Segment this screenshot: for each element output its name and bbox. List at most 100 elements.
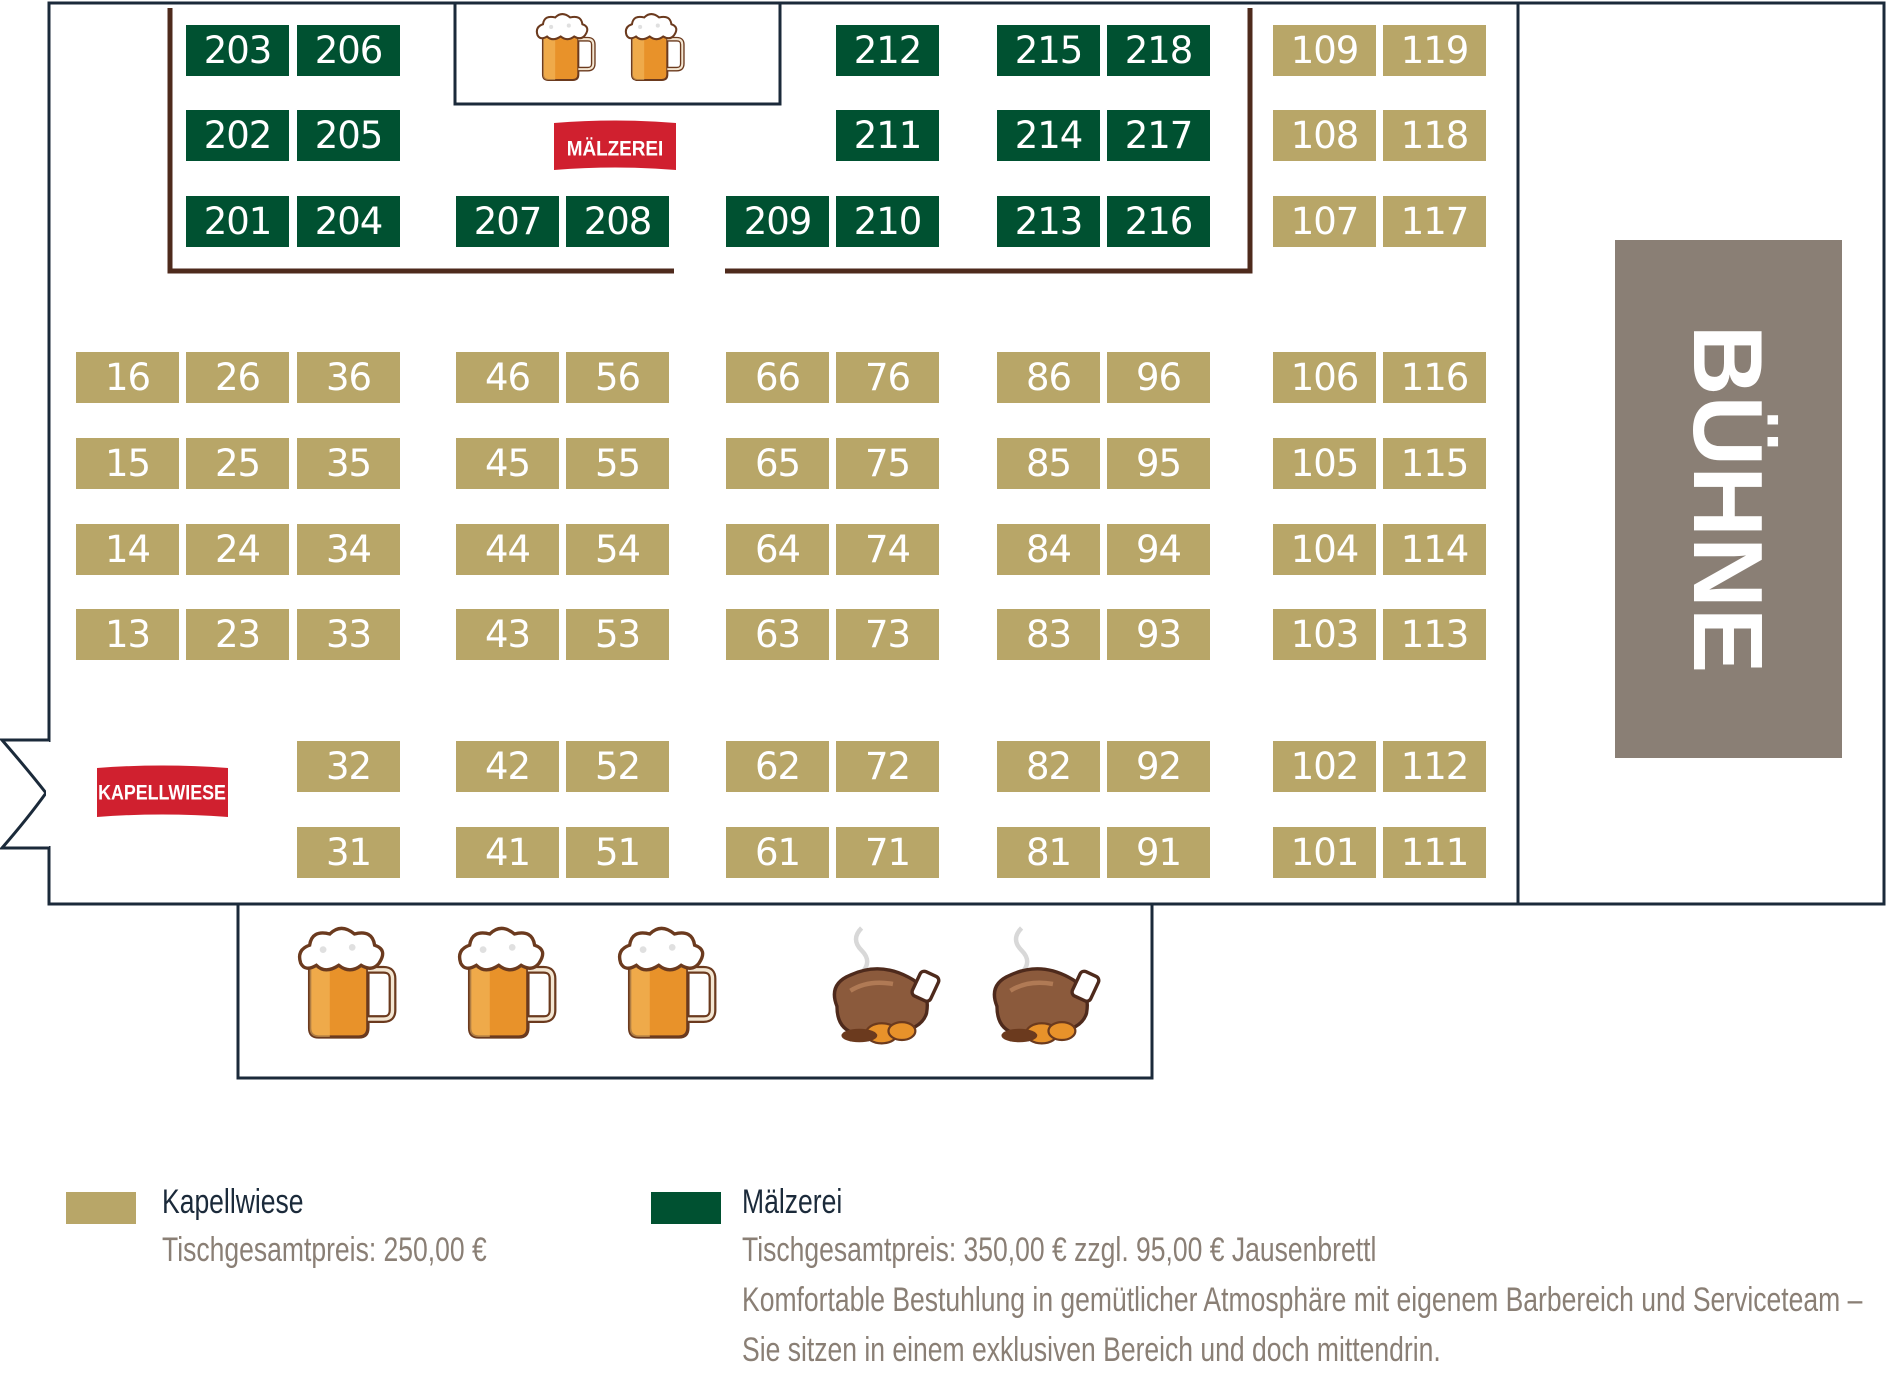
table-212[interactable]: 212	[836, 25, 939, 76]
table-202[interactable]: 202	[186, 110, 289, 161]
table-213[interactable]: 213	[997, 196, 1100, 247]
legend-price-maelzerei: Tischgesamtpreis: 350,00 € zzgl. 95,00 €…	[742, 1231, 1377, 1269]
table-101[interactable]: 101	[1273, 827, 1376, 878]
legend-swatch-kapellwiese	[66, 1192, 136, 1224]
table-208[interactable]: 208	[566, 196, 669, 247]
table-24[interactable]: 24	[186, 524, 289, 575]
table-206[interactable]: 206	[297, 25, 400, 76]
table-73[interactable]: 73	[836, 609, 939, 660]
table-23[interactable]: 23	[186, 609, 289, 660]
table-45[interactable]: 45	[456, 438, 559, 489]
table-86[interactable]: 86	[997, 352, 1100, 403]
table-118[interactable]: 118	[1383, 110, 1486, 161]
table-15[interactable]: 15	[76, 438, 179, 489]
table-76[interactable]: 76	[836, 352, 939, 403]
table-104[interactable]: 104	[1273, 524, 1376, 575]
table-66[interactable]: 66	[726, 352, 829, 403]
table-210[interactable]: 210	[836, 196, 939, 247]
table-112[interactable]: 112	[1383, 741, 1486, 792]
table-114[interactable]: 114	[1383, 524, 1486, 575]
table-217[interactable]: 217	[1107, 110, 1210, 161]
table-13[interactable]: 13	[76, 609, 179, 660]
table-53[interactable]: 53	[566, 609, 669, 660]
table-81[interactable]: 81	[997, 827, 1100, 878]
table-14[interactable]: 14	[76, 524, 179, 575]
table-115[interactable]: 115	[1383, 438, 1486, 489]
table-218[interactable]: 218	[1107, 25, 1210, 76]
table-75[interactable]: 75	[836, 438, 939, 489]
table-56[interactable]: 56	[566, 352, 669, 403]
table-65[interactable]: 65	[726, 438, 829, 489]
table-119[interactable]: 119	[1383, 25, 1486, 76]
table-82[interactable]: 82	[997, 741, 1100, 792]
table-105[interactable]: 105	[1273, 438, 1376, 489]
legend-description-maelzerei: Komfortable Bestuhlung in gemütlicher At…	[742, 1281, 1863, 1319]
beer-mug-icon	[626, 14, 682, 80]
table-31[interactable]: 31	[297, 827, 400, 878]
table-51[interactable]: 51	[566, 827, 669, 878]
table-103[interactable]: 103	[1273, 609, 1376, 660]
table-35[interactable]: 35	[297, 438, 400, 489]
table-71[interactable]: 71	[836, 827, 939, 878]
table-216[interactable]: 216	[1107, 196, 1210, 247]
table-96[interactable]: 96	[1107, 352, 1210, 403]
table-33[interactable]: 33	[297, 609, 400, 660]
table-108[interactable]: 108	[1273, 110, 1376, 161]
table-46[interactable]: 46	[456, 352, 559, 403]
table-54[interactable]: 54	[566, 524, 669, 575]
table-214[interactable]: 214	[997, 110, 1100, 161]
beer-mug-icon	[620, 928, 713, 1037]
roast-chicken-icon	[994, 928, 1100, 1043]
table-84[interactable]: 84	[997, 524, 1100, 575]
beer-mug-icon	[300, 928, 393, 1037]
table-36[interactable]: 36	[297, 352, 400, 403]
table-94[interactable]: 94	[1107, 524, 1210, 575]
outer-wall	[47, 1, 1886, 1080]
table-74[interactable]: 74	[836, 524, 939, 575]
table-215[interactable]: 215	[997, 25, 1100, 76]
beer-mug-icon	[537, 14, 593, 80]
legend-price-kapellwiese: Tischgesamtpreis: 250,00 €	[162, 1231, 487, 1269]
table-63[interactable]: 63	[726, 609, 829, 660]
table-109[interactable]: 109	[1273, 25, 1376, 76]
table-91[interactable]: 91	[1107, 827, 1210, 878]
table-92[interactable]: 92	[1107, 741, 1210, 792]
table-34[interactable]: 34	[297, 524, 400, 575]
entrance-door	[0, 738, 49, 850]
table-116[interactable]: 116	[1383, 352, 1486, 403]
table-61[interactable]: 61	[726, 827, 829, 878]
table-72[interactable]: 72	[836, 741, 939, 792]
table-201[interactable]: 201	[186, 196, 289, 247]
table-93[interactable]: 93	[1107, 609, 1210, 660]
table-62[interactable]: 62	[726, 741, 829, 792]
table-26[interactable]: 26	[186, 352, 289, 403]
table-85[interactable]: 85	[997, 438, 1100, 489]
legend-swatch-maelzerei	[651, 1192, 721, 1224]
maelzerei-bracket	[167, 8, 1253, 274]
table-209[interactable]: 209	[726, 196, 829, 247]
table-55[interactable]: 55	[566, 438, 669, 489]
table-207[interactable]: 207	[456, 196, 559, 247]
table-44[interactable]: 44	[456, 524, 559, 575]
table-95[interactable]: 95	[1107, 438, 1210, 489]
table-41[interactable]: 41	[456, 827, 559, 878]
table-106[interactable]: 106	[1273, 352, 1376, 403]
table-52[interactable]: 52	[566, 741, 669, 792]
table-205[interactable]: 205	[297, 110, 400, 161]
table-204[interactable]: 204	[297, 196, 400, 247]
table-32[interactable]: 32	[297, 741, 400, 792]
table-43[interactable]: 43	[456, 609, 559, 660]
table-117[interactable]: 117	[1383, 196, 1486, 247]
table-107[interactable]: 107	[1273, 196, 1376, 247]
table-113[interactable]: 113	[1383, 609, 1486, 660]
table-102[interactable]: 102	[1273, 741, 1376, 792]
table-211[interactable]: 211	[836, 110, 939, 161]
table-64[interactable]: 64	[726, 524, 829, 575]
table-16[interactable]: 16	[76, 352, 179, 403]
table-203[interactable]: 203	[186, 25, 289, 76]
table-25[interactable]: 25	[186, 438, 289, 489]
table-42[interactable]: 42	[456, 741, 559, 792]
table-83[interactable]: 83	[997, 609, 1100, 660]
table-111[interactable]: 111	[1383, 827, 1486, 878]
